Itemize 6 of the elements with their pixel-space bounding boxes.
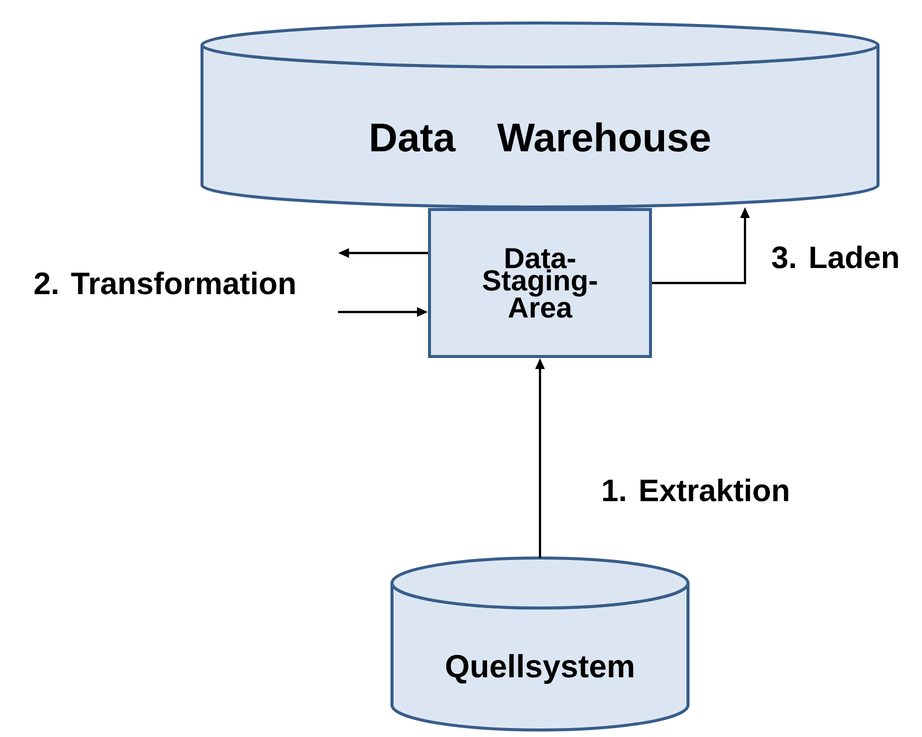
cylinder: Quellsystem [390, 556, 690, 732]
edge-label: 1. Extraktion [603, 478, 788, 502]
label: 2. Transformation [34, 272, 295, 294]
cylinder: Data Warehouse [200, 22, 880, 208]
edge-label: 3. Laden [772, 246, 898, 268]
process-box: Data-Staging-Area [428, 208, 652, 358]
